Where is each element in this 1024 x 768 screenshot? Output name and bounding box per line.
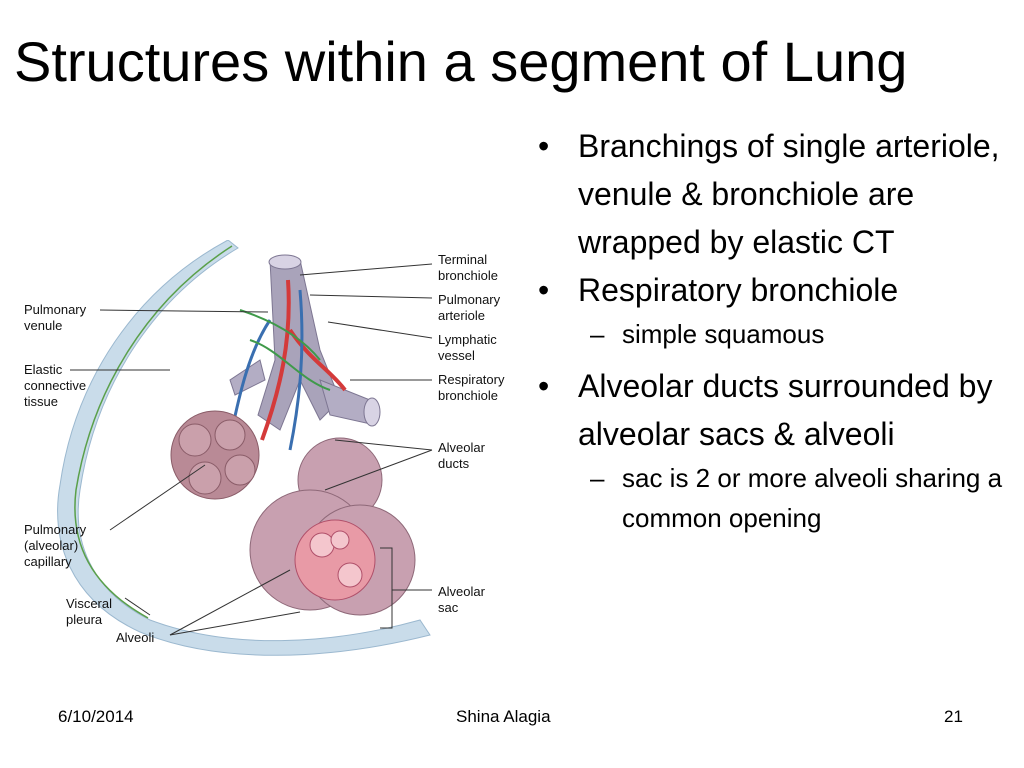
sub-list-wrapper: – simple squamous xyxy=(536,314,1016,354)
sub-bullet-marker: – xyxy=(590,463,605,493)
label-terminal-bronchiole: Terminal bronchiole xyxy=(438,252,498,283)
label-pulmonary-venule: Pulmonary venule xyxy=(24,302,87,333)
label-visceral-pleura: Visceral pleura xyxy=(66,596,113,627)
bullet-item: • Branchings of single arteriole, venule… xyxy=(536,122,1016,266)
bullet-item: • Alveolar ducts surrounded by alveolar … xyxy=(536,362,1016,458)
bullet-text: Branchings of single arteriole, venule &… xyxy=(578,128,1000,260)
label-alveolar-ducts: Alveolar ducts xyxy=(438,440,485,471)
sub-bullet-text: simple squamous xyxy=(622,319,825,349)
bullet-list: • Branchings of single arteriole, venule… xyxy=(536,122,1016,546)
bullet-marker: • xyxy=(538,368,550,404)
slide-title: Structures within a segment of Lung xyxy=(14,30,908,93)
bullet-text: Alveolar ducts surrounded by alveolar sa… xyxy=(578,368,993,452)
lymphatic-vessel xyxy=(239,309,331,391)
label-elastic-connective-tissue: Elastic connective tissue xyxy=(24,362,87,409)
lung-segment-drawing xyxy=(57,240,433,656)
sub-bullet-marker: – xyxy=(590,319,605,349)
label-alveoli: Alveoli xyxy=(116,630,155,645)
sub-bullet-item: – simple squamous xyxy=(536,314,1016,354)
lung-segment-illustration: Terminal bronchiole Pulmonary arteriole … xyxy=(0,240,520,660)
sub-bullet-text: sac is 2 or more alveoli sharing a commo… xyxy=(622,463,1003,533)
bullet-marker: • xyxy=(538,272,550,308)
label-respiratory-bronchiole: Respiratory bronchiole xyxy=(438,372,505,403)
bronchiole-tree xyxy=(229,254,381,431)
sub-list: – simple squamous xyxy=(536,314,1016,354)
label-pulmonary-capillary: Pulmonary (alveolar) capillary xyxy=(24,522,87,569)
visceral-pleura-band xyxy=(57,240,431,656)
label-lymphatic-vessel: Lymphatic vessel xyxy=(438,332,497,363)
footer-page-number: 21 xyxy=(944,707,963,726)
sub-list: – sac is 2 or more alveoli sharing a com… xyxy=(536,458,1016,538)
alveolar-sac-bracket xyxy=(380,547,393,629)
sub-list-wrapper: – sac is 2 or more alveoli sharing a com… xyxy=(536,458,1016,538)
elastic-fiber-line xyxy=(74,245,233,619)
label-alveolar-sac: Alveolar sac xyxy=(438,584,485,615)
bullet-text: Respiratory bronchiole xyxy=(578,272,899,308)
label-pulmonary-arteriole: Pulmonary arteriole xyxy=(438,292,501,323)
alveolar-sac-cluster xyxy=(249,437,416,616)
footer-date: 6/10/2014 xyxy=(58,707,134,726)
bullet-marker: • xyxy=(538,128,550,164)
leader-lines xyxy=(70,263,433,636)
bullet-item: • Respiratory bronchiole xyxy=(536,266,1016,314)
capillary-covered-alveoli xyxy=(170,410,260,500)
sub-bullet-item: – sac is 2 or more alveoli sharing a com… xyxy=(536,458,1016,538)
footer-author: Shina Alagia xyxy=(456,707,551,726)
